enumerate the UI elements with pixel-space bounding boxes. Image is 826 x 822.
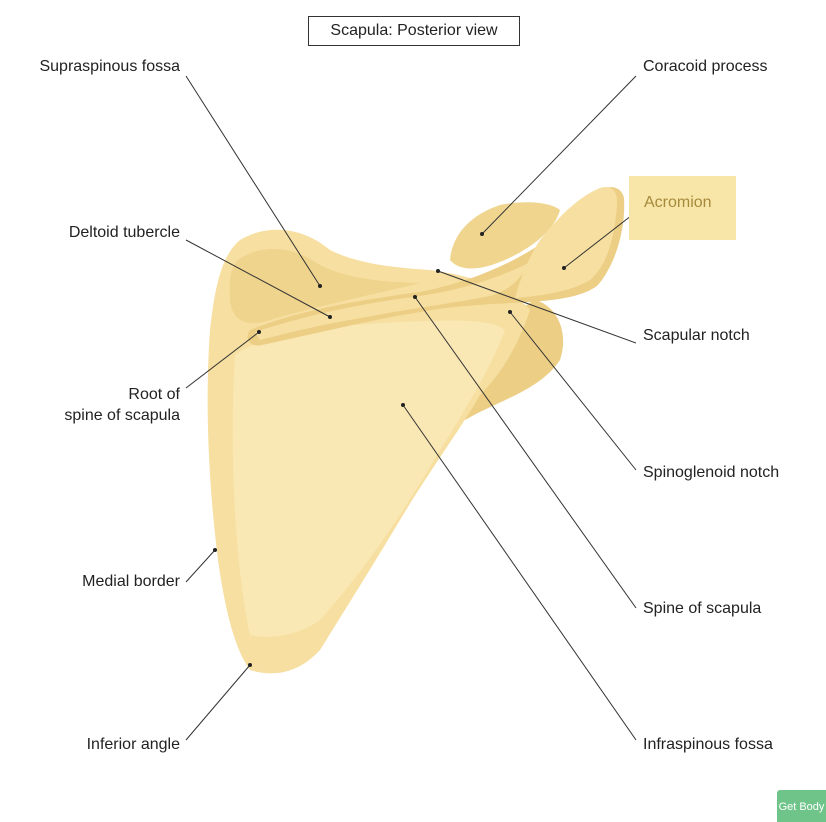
label-deltoid-tubercle[interactable]: Deltoid tubercle: [68, 224, 180, 241]
label-spinoglenoid-notch[interactable]: Spinoglenoid notch: [643, 464, 780, 481]
leader-spinoglenoid-notch: [509, 311, 637, 471]
dot-infraspinous-fossa: [401, 403, 405, 407]
leader-acromion: [563, 211, 637, 269]
label-medial-border[interactable]: Medial border: [82, 573, 180, 590]
dot-supraspinous-fossa: [318, 284, 322, 288]
infraspinous-fossa-area: [232, 320, 505, 637]
dot-medial-border: [213, 548, 217, 552]
label-spine-of-scapula[interactable]: Spine of scapula: [643, 600, 762, 617]
dot-deltoid-tubercle: [328, 315, 332, 319]
supraspinous-fossa-area: [229, 248, 420, 324]
label-coracoid-process[interactable]: Coracoid process: [643, 58, 768, 75]
diagram-title: Scapula: Posterior view: [308, 16, 520, 46]
label-infraspinous-fossa[interactable]: Infraspinous fossa: [643, 736, 773, 753]
leader-dots: [213, 232, 566, 667]
label-acromion[interactable]: Acromion: [644, 194, 712, 211]
label-supraspinous-fossa[interactable]: Supraspinous fossa: [39, 58, 180, 75]
label-root-of-spine[interactable]: Root of spine of scapula: [64, 386, 180, 424]
dot-spine-of-scapula: [413, 295, 417, 299]
leader-infraspinous-fossa: [402, 404, 637, 741]
dot-inferior-angle: [248, 663, 252, 667]
scapula-bone: [207, 186, 625, 674]
acromion-highlight[interactable]: [629, 176, 736, 240]
spine-ridge: [247, 187, 625, 346]
get-body-button[interactable]: Get Body: [777, 790, 826, 822]
label-inferior-angle[interactable]: Inferior angle: [86, 736, 180, 753]
leader-deltoid-tubercle: [185, 239, 331, 318]
leader-supraspinous-fossa: [185, 75, 321, 287]
dot-spinoglenoid-notch: [508, 310, 512, 314]
label-scapular-notch[interactable]: Scapular notch: [643, 327, 750, 344]
leader-inferior-angle: [185, 664, 251, 741]
dot-acromion: [562, 266, 566, 270]
leader-scapular-notch: [437, 270, 637, 344]
acromion-shape: [515, 186, 618, 298]
coracoid-process-shape: [450, 202, 560, 269]
leader-lines: [185, 75, 637, 741]
leader-medial-border: [185, 549, 216, 583]
spine-top-face: [255, 262, 530, 340]
dot-coracoid-process: [480, 232, 484, 236]
leader-root-of-spine: [185, 331, 260, 389]
dot-root-of-spine: [257, 330, 261, 334]
leader-coracoid-process: [481, 75, 637, 235]
glenoid-region: [465, 300, 564, 420]
leader-spine-of-scapula: [414, 296, 637, 609]
dot-scapular-notch: [436, 269, 440, 273]
